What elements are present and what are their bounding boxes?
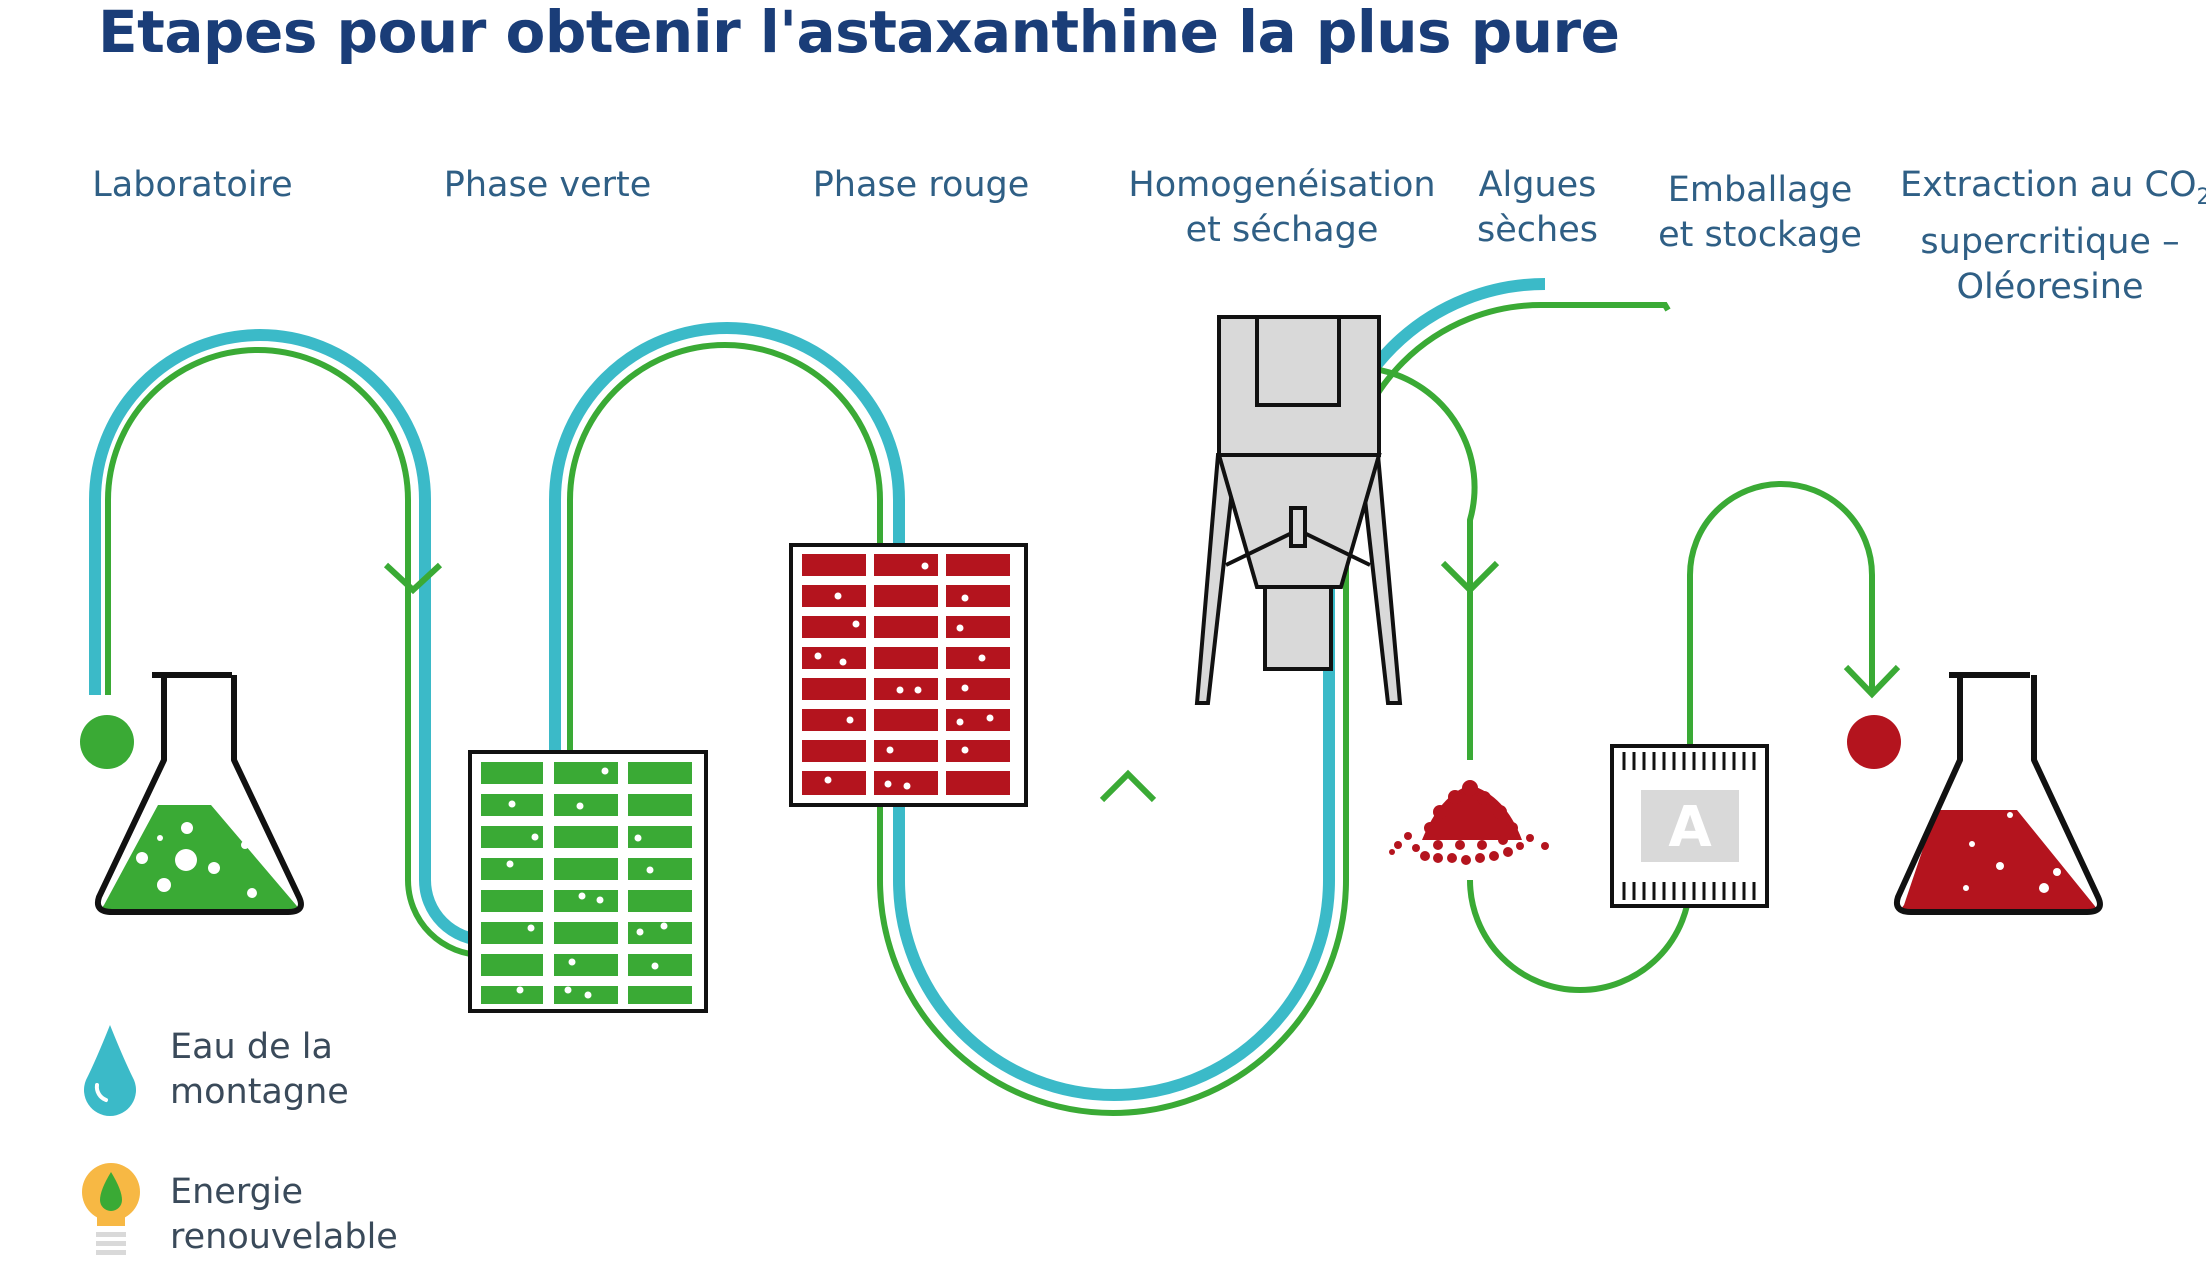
- flow-arrow-down-1: [383, 562, 443, 595]
- step-label-homogeneisation: Homogenéisation et séchage: [1128, 165, 1436, 250]
- step-label-phase-rouge: Phase rouge: [812, 165, 1030, 205]
- energy-flow-line-4: [1687, 481, 1875, 745]
- package-icon: A: [1610, 744, 1769, 908]
- red-flask-icon: [1893, 672, 2103, 915]
- energy-flow-line-3: [1467, 745, 1693, 993]
- step-label-extraction: Extraction au CO2 supercritique – Oléore…: [1900, 165, 2206, 307]
- page-title: Etapes pour obtenir l'astaxanthine la pl…: [98, 0, 1620, 66]
- flow-arrow-down-3: [1440, 560, 1500, 595]
- end-dot: [1847, 715, 1901, 769]
- energy-flow-line: [105, 302, 1671, 1116]
- red-phase-panel-icon: [789, 543, 1028, 807]
- package-letter: A: [1668, 795, 1712, 860]
- flow-arrow-up-2: [1099, 769, 1157, 803]
- water-drop-icon: [83, 1025, 137, 1117]
- step-label-emballage: Emballage et stockage: [1658, 170, 1862, 255]
- water-flow-line: [89, 278, 1546, 1101]
- dried-algae-pile-icon: [1389, 780, 1549, 865]
- start-dot: [80, 715, 134, 769]
- legend-energy-text: Energie renouvelable: [170, 1172, 398, 1257]
- legend-water-text: Eau de la montagne: [170, 1027, 349, 1112]
- green-phase-panel-icon: [468, 750, 708, 1013]
- green-flask-icon: [94, 672, 304, 915]
- flow-arrow-down-4: [1843, 664, 1901, 699]
- lightbulb-icon: [82, 1163, 140, 1255]
- step-label-phase-verte: Phase verte: [443, 165, 652, 205]
- silo-dryer-icon: [1194, 315, 1403, 705]
- step-label-laboratoire: Laboratoire: [92, 165, 293, 205]
- energy-flow-line-2: [1379, 367, 1478, 760]
- step-label-algues-seches: Algues sèches: [1477, 165, 1598, 250]
